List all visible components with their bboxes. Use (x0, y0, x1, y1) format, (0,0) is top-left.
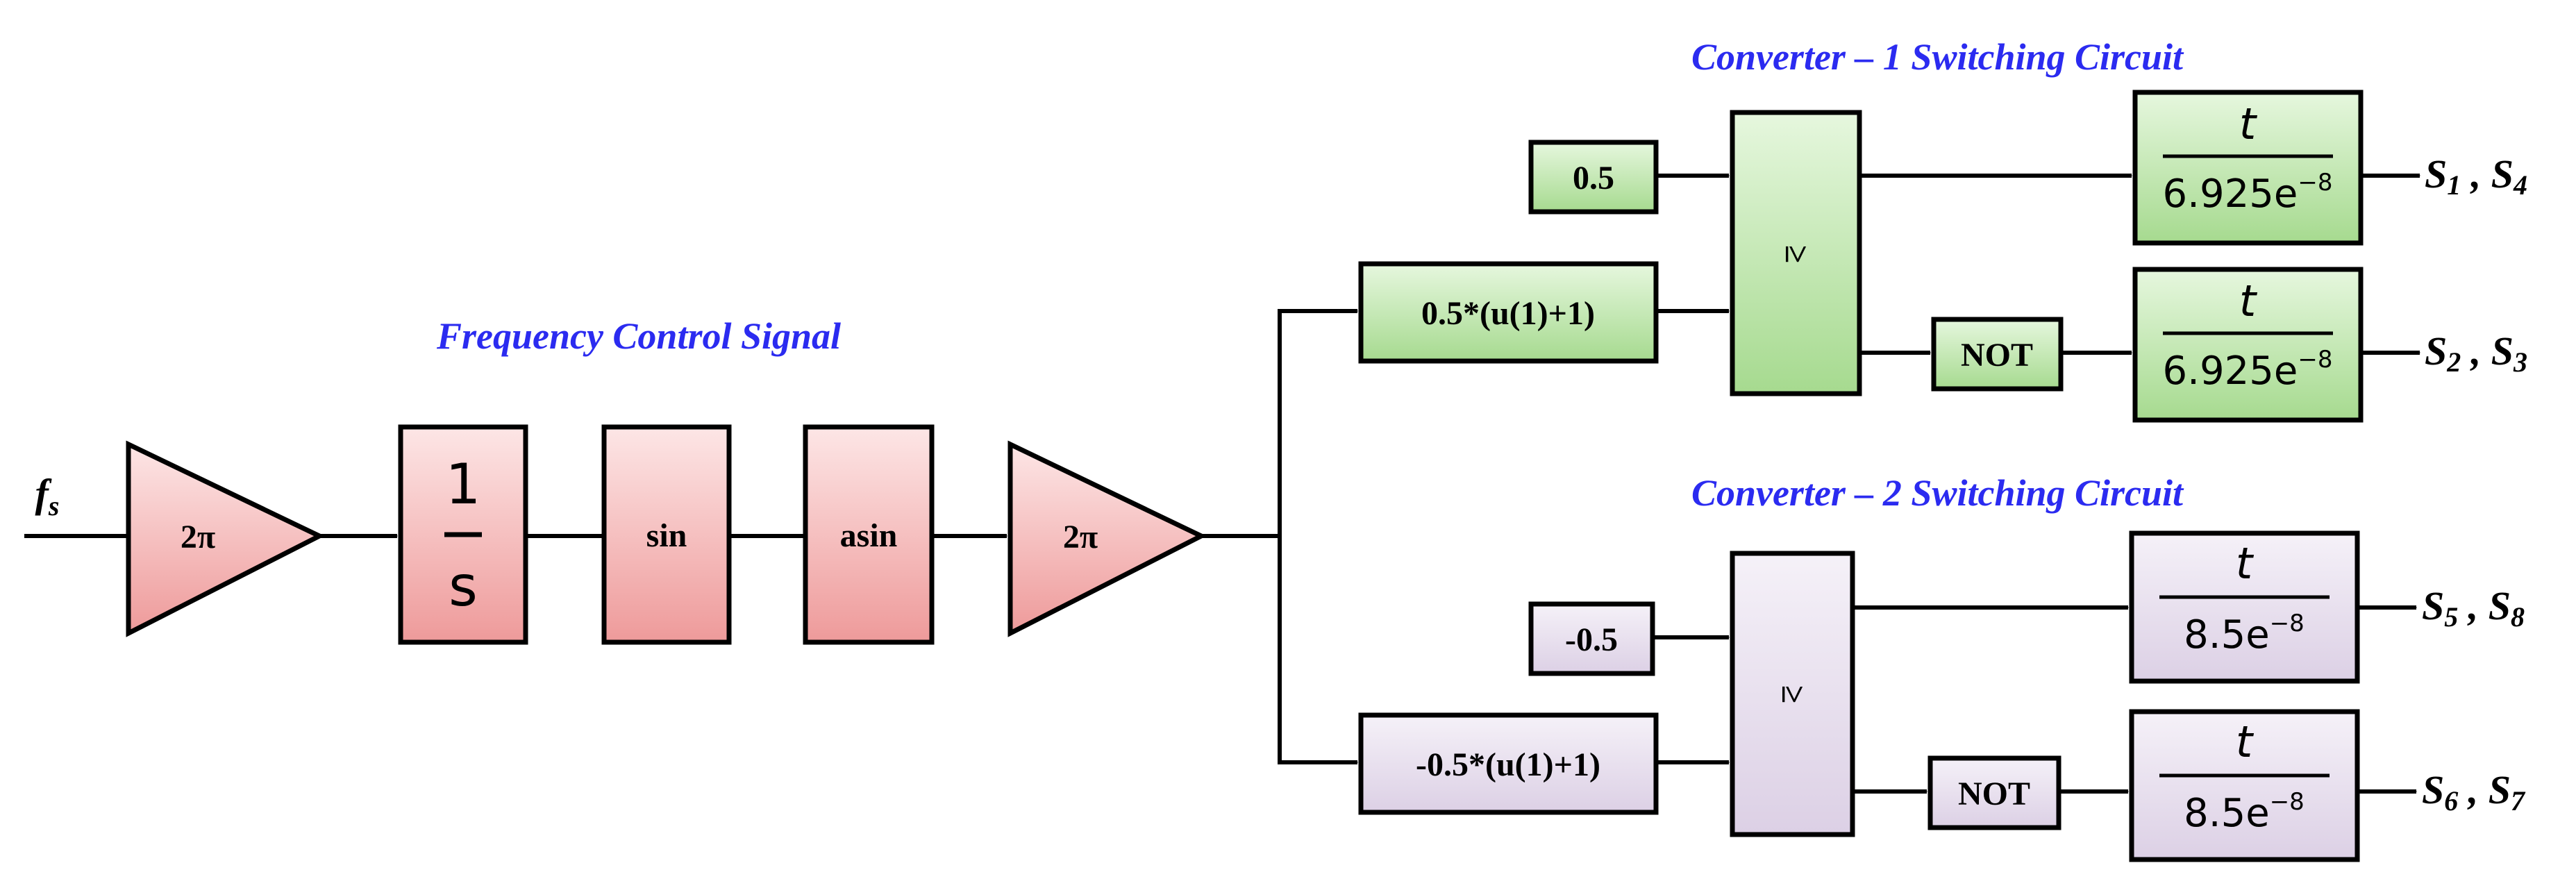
fcn-pos-block[interactable]: 0.5*(u(1)+1) (1358, 261, 1659, 364)
delay-block-3[interactable]: t 8.5e−8 (2129, 530, 2360, 684)
compare-2-symbol: ≥ (1775, 685, 1812, 703)
asin-label: asin (840, 517, 898, 554)
title-converter-1: Converter – 1 Switching Circuit (1691, 36, 2184, 78)
constant-pos-label: 0.5 (1573, 160, 1614, 196)
fcn-neg-block[interactable]: -0.5*(u(1)+1) (1358, 712, 1659, 815)
title-frequency-control: Frequency Control Signal (436, 315, 841, 357)
not-1-label: NOT (1961, 337, 2033, 374)
input-fs-label: fs (35, 471, 60, 521)
sin-block[interactable]: sin (601, 424, 732, 645)
not-block-1[interactable]: NOT (1931, 317, 2064, 392)
not-block-2[interactable]: NOT (1927, 755, 2061, 830)
compare-1-symbol: ≥ (1778, 245, 1815, 263)
not-2-label: NOT (1958, 776, 2030, 812)
delay-block-2[interactable]: t 6.925e−8 (2132, 267, 2364, 423)
delay-block-4[interactable]: t 8.5e−8 (2129, 709, 2360, 862)
constant-pos-block[interactable]: 0.5 (1528, 140, 1659, 215)
integrator-denominator: s (449, 554, 478, 619)
delay-3-denominator: 8.5e−8 (2184, 610, 2305, 657)
output-label-s1-s4: S1 , S4 (2425, 151, 2527, 201)
wires (24, 174, 2420, 794)
compare-block-2[interactable]: ≥ (1730, 551, 1855, 837)
delay-4-denominator: 8.5e−8 (2184, 788, 2305, 836)
compare-block-1[interactable]: ≥ (1730, 110, 1862, 396)
asin-block[interactable]: asin (803, 424, 935, 645)
gain-1-label: 2π (181, 519, 215, 555)
integrator-numerator: 1 (446, 452, 481, 517)
output-label-s5-s8: S5 , S8 (2422, 583, 2525, 633)
gain-block-2[interactable]: 2π (1007, 440, 1207, 637)
integrator-block[interactable]: 1 s (398, 424, 528, 645)
fcn-neg-label: -0.5*(u(1)+1) (1416, 746, 1600, 783)
output-label-s2-s3: S2 , S3 (2425, 328, 2527, 378)
delay-1-numerator: t (2239, 99, 2258, 149)
output-label-s6-s7: S6 , S7 (2422, 767, 2526, 816)
gain-2-label: 2π (1063, 519, 1098, 555)
constant-neg-block[interactable]: -0.5 (1528, 601, 1655, 676)
constant-neg-label: -0.5 (1565, 621, 1618, 658)
delay-2-denominator: 6.925e−8 (2163, 346, 2333, 394)
fcn-pos-label: 0.5*(u(1)+1) (1421, 295, 1595, 332)
delay-2-numerator: t (2239, 276, 2258, 326)
sin-label: sin (646, 517, 687, 554)
delay-1-denominator: 6.925e−8 (2163, 169, 2333, 217)
delay-4-numerator: t (2236, 717, 2255, 767)
delay-block-1[interactable]: t 6.925e−8 (2132, 90, 2364, 246)
title-converter-2: Converter – 2 Switching Circuit (1691, 472, 2184, 514)
delay-3-numerator: t (2236, 538, 2255, 589)
gain-block-1[interactable]: 2π (126, 440, 325, 637)
